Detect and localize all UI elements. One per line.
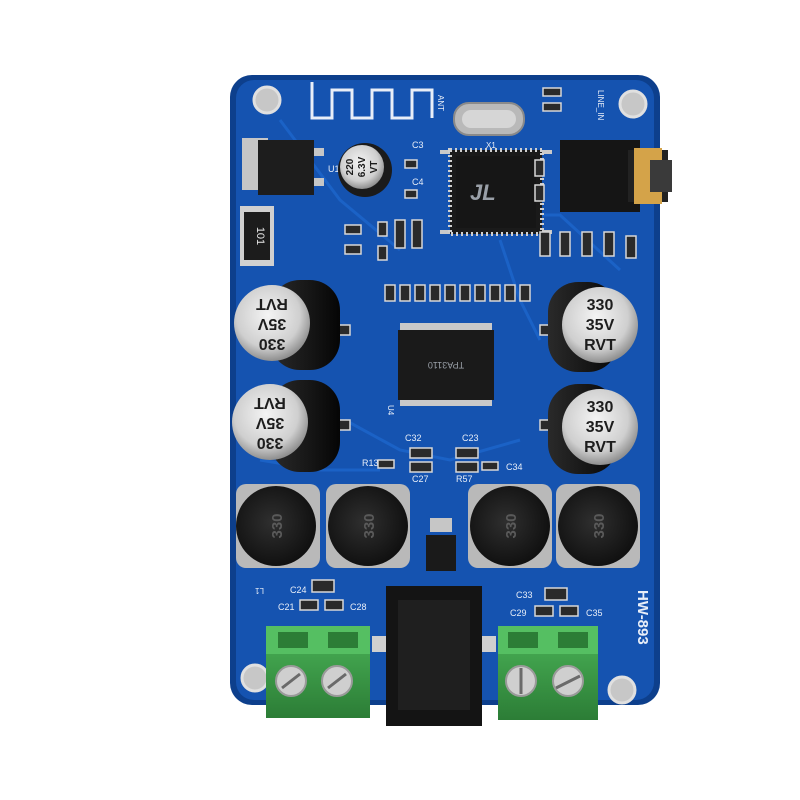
svg-text:L1: L1 [255, 586, 264, 595]
svg-text:C24: C24 [290, 585, 307, 595]
svg-text:LINE_IN: LINE_IN [596, 90, 605, 120]
svg-text:C23: C23 [462, 433, 479, 443]
smd-components [299, 87, 637, 617]
svg-text:C34: C34 [506, 462, 523, 472]
svg-text:330: 330 [259, 335, 286, 352]
svg-text:330: 330 [591, 513, 608, 538]
svg-text:TPA3110: TPA3110 [428, 360, 464, 370]
svg-text:U1: U1 [328, 164, 340, 174]
svg-text:C32: C32 [405, 433, 422, 443]
svg-text:RVT: RVT [584, 439, 616, 456]
silkscreen-labels: C32 C23 C27 C34 R13 R57 C24 C21 C28 C33 … [255, 140, 603, 618]
svg-text:6.3V: 6.3V [357, 156, 368, 177]
svg-text:R57: R57 [456, 474, 473, 484]
svg-text:35V: 35V [586, 317, 615, 334]
svg-text:U4: U4 [386, 405, 395, 416]
svg-text:C35: C35 [586, 608, 603, 618]
svg-text:35V: 35V [257, 315, 286, 332]
inductor-3: 330 [468, 484, 552, 568]
bluetooth-chip: JL [440, 148, 552, 236]
speaker-terminal-left [266, 626, 370, 718]
voltage-regulator: U1 [242, 138, 340, 195]
silk-ant: ANT [436, 95, 445, 111]
board-model-label: HW-893 [634, 590, 651, 645]
svg-text:R13: R13 [362, 458, 379, 468]
capacitor-330uf-left-bottom: 330 35V RVT [232, 380, 340, 472]
svg-text:C3: C3 [412, 140, 424, 150]
svg-text:35V: 35V [255, 414, 284, 431]
speaker-terminal-right [498, 626, 598, 720]
svg-text:330: 330 [587, 399, 614, 416]
dc-power-jack [372, 586, 496, 726]
resistor-101: 101 [240, 206, 274, 266]
svg-text:RVT: RVT [254, 394, 286, 411]
svg-text:330: 330 [269, 513, 286, 538]
crystal-x1: X1 [453, 102, 525, 150]
svg-text:C4: C4 [412, 177, 424, 187]
svg-text:220: 220 [345, 158, 356, 175]
inductor-4: 330 [556, 484, 640, 568]
svg-text:C28: C28 [350, 602, 367, 612]
capacitor-220uf: 220 6.3V VT [338, 143, 392, 197]
svg-text:330: 330 [257, 434, 284, 451]
svg-text:RVT: RVT [584, 337, 616, 354]
capacitor-330uf-right-top: 330 35V RVT [548, 282, 638, 372]
svg-text:C27: C27 [412, 474, 429, 484]
svg-text:101: 101 [254, 227, 266, 245]
capacitor-330uf-right-bottom: 330 35V RVT [548, 384, 638, 474]
svg-text:RVT: RVT [256, 295, 288, 312]
inductor-2: 330 [326, 484, 410, 568]
line-in-audio-jack: LINE_IN [560, 90, 672, 212]
svg-text:330: 330 [587, 297, 614, 314]
amplifier-chip: TPA3110 U4 [386, 323, 494, 416]
svg-text:C33: C33 [516, 590, 533, 600]
capacitor-330uf-left-top: 330 35V RVT [234, 280, 340, 370]
svg-text:VT: VT [369, 161, 380, 174]
inductor-1: 330 [236, 484, 320, 568]
svg-text:330: 330 [361, 513, 378, 538]
svg-text:330: 330 [503, 513, 520, 538]
transistor [426, 518, 456, 571]
pcb-antenna [310, 82, 434, 120]
svg-text:JL: JL [470, 180, 496, 205]
svg-text:C29: C29 [510, 608, 527, 618]
svg-text:C21: C21 [278, 602, 295, 612]
svg-text:X1: X1 [486, 141, 496, 150]
svg-text:35V: 35V [586, 419, 615, 436]
